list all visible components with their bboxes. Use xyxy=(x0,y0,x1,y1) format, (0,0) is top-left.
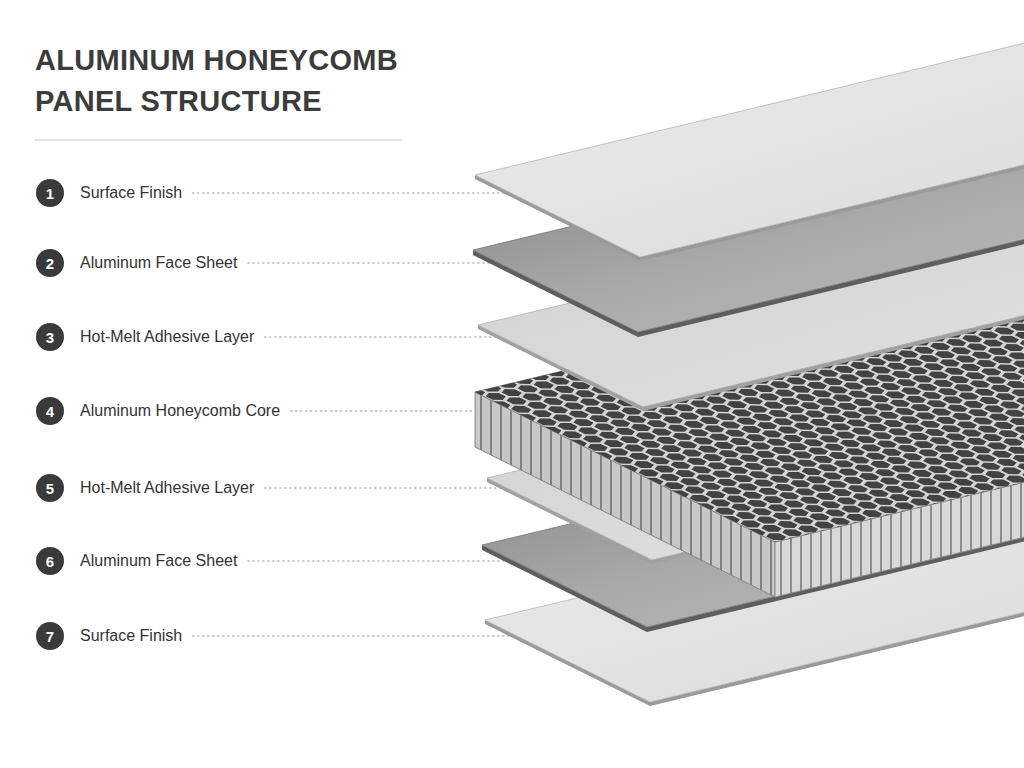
leader-line xyxy=(192,636,530,637)
callout-number: 7 xyxy=(36,622,64,650)
title-rule xyxy=(35,139,402,140)
callout-number: 1 xyxy=(36,179,64,207)
part-label: Surface Finish xyxy=(80,184,182,202)
callout: 2 Aluminum Face Sheet xyxy=(36,249,237,277)
leader-line xyxy=(264,488,525,489)
part-label: Aluminum Face Sheet xyxy=(80,254,237,272)
part-label: Hot-Melt Adhesive Layer xyxy=(80,479,254,497)
part-label: Surface Finish xyxy=(80,627,182,645)
callout-number: 3 xyxy=(36,323,64,351)
part-label: Hot-Melt Adhesive Layer xyxy=(80,328,254,346)
callout: 7 Surface Finish xyxy=(36,622,182,650)
surface-finish-sheet xyxy=(475,31,1024,257)
callout-number: 2 xyxy=(36,249,64,277)
part-label: Aluminum Honeycomb Core xyxy=(80,402,280,420)
callout: 5 Hot-Melt Adhesive Layer xyxy=(36,474,254,502)
leader-line xyxy=(192,193,525,194)
callout-number: 5 xyxy=(36,474,64,502)
callout: 4 Aluminum Honeycomb Core xyxy=(36,397,280,425)
leader-line xyxy=(264,337,525,338)
callout-number: 6 xyxy=(36,547,64,575)
leader-line xyxy=(247,263,525,264)
callout: 3 Hot-Melt Adhesive Layer xyxy=(36,323,254,351)
callout: 1 Surface Finish xyxy=(36,179,182,207)
leader-line xyxy=(247,561,530,562)
callout: 6 Aluminum Face Sheet xyxy=(36,547,237,575)
part-label: Aluminum Face Sheet xyxy=(80,552,237,570)
title: ALUMINUM HONEYCOMB PANEL STRUCTURE xyxy=(35,40,425,122)
callout-number: 4 xyxy=(36,397,64,425)
